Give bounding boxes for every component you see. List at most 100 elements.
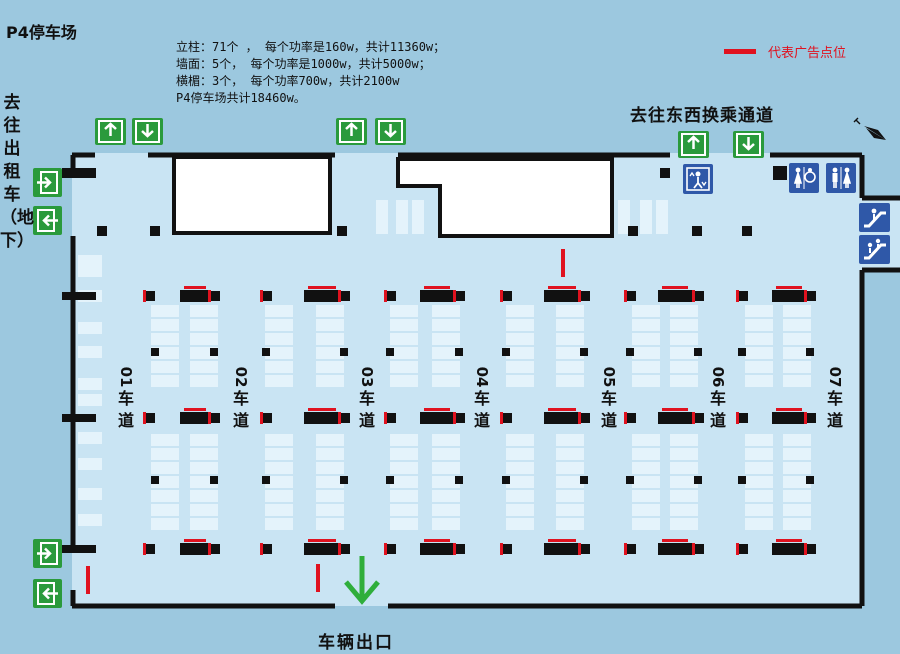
beam	[772, 290, 806, 302]
pillar	[626, 544, 636, 554]
exit-up-icon	[336, 118, 367, 145]
ad-point	[384, 543, 387, 555]
pillar	[145, 544, 155, 554]
ad-point	[548, 286, 576, 289]
parking-space	[618, 200, 630, 234]
parking-space	[632, 504, 660, 516]
parking-space	[670, 476, 698, 488]
ad-point	[776, 539, 802, 542]
parking-space	[265, 333, 293, 345]
parking-space	[506, 448, 534, 460]
parking-space	[78, 458, 102, 470]
parking-space	[151, 434, 179, 446]
pillar	[262, 291, 272, 301]
ad-point	[308, 286, 336, 289]
parking-space	[432, 448, 460, 460]
parking-space	[190, 434, 218, 446]
ad-point	[86, 566, 90, 594]
pillar	[210, 476, 218, 484]
enter-down-icon	[132, 118, 163, 145]
parking-space	[556, 504, 584, 516]
parking-space	[656, 200, 668, 234]
ad-point	[260, 290, 263, 302]
door-right-icon	[33, 168, 62, 197]
lane-number: 05	[600, 366, 618, 388]
ad-point	[316, 564, 320, 592]
parking-space	[316, 490, 344, 502]
parking-space	[745, 375, 773, 387]
parking-space	[316, 375, 344, 387]
parking-space	[390, 504, 418, 516]
parking-space	[745, 333, 773, 345]
parking-space	[265, 319, 293, 331]
pillar	[694, 476, 702, 484]
ad-point	[338, 290, 341, 302]
lane-text: 车道	[826, 389, 843, 430]
parking-space	[670, 333, 698, 345]
structure-block-left	[172, 155, 332, 235]
ad-point	[548, 408, 576, 411]
pillar	[386, 291, 396, 301]
info-line: 墙面：5个， 每个功率是1000w，共计5000w；	[176, 57, 431, 71]
door-right-icon	[33, 539, 62, 568]
parking-space	[432, 319, 460, 331]
parking-space	[670, 462, 698, 474]
pillar	[262, 348, 270, 356]
pillar	[580, 291, 590, 301]
info-line: 立柱：71个 ， 每个功率是160w，共计11360w；	[176, 40, 446, 54]
lane-text: 车道	[117, 389, 134, 430]
parking-space	[190, 462, 218, 474]
ad-point	[736, 543, 739, 555]
lane-text: 车道	[709, 389, 726, 430]
beam	[658, 543, 692, 555]
parking-space	[78, 514, 102, 526]
pillar	[340, 544, 350, 554]
parking-space	[670, 448, 698, 460]
parking-space	[316, 305, 344, 317]
parking-space	[632, 462, 660, 474]
transfer-channel-label: 去往东西换乘通道	[630, 106, 774, 126]
parking-space	[432, 347, 460, 359]
beam	[180, 543, 210, 555]
parking-space	[316, 504, 344, 516]
parking-space	[506, 361, 534, 373]
parking-space	[632, 490, 660, 502]
parking-space	[745, 462, 773, 474]
parking-space	[412, 200, 424, 234]
parking-space	[432, 490, 460, 502]
parking-space	[432, 518, 460, 530]
parking-space	[316, 347, 344, 359]
beam	[772, 543, 806, 555]
parking-space	[670, 504, 698, 516]
pillar	[210, 413, 220, 423]
ad-point	[804, 412, 807, 424]
ad-point	[624, 412, 627, 424]
pillar	[580, 348, 588, 356]
pillar	[455, 413, 465, 423]
parking-space	[316, 448, 344, 460]
ad-point	[662, 539, 688, 542]
pillar	[806, 348, 814, 356]
parking-space	[745, 347, 773, 359]
parking-space	[632, 305, 660, 317]
ad-point	[692, 290, 695, 302]
pillar	[262, 413, 272, 423]
parking-space	[316, 319, 344, 331]
pillar	[151, 348, 159, 356]
north-arrow-icon	[853, 117, 886, 140]
pillar	[628, 226, 638, 236]
pillar	[738, 544, 748, 554]
lane-number: 02	[232, 366, 250, 388]
pillar	[502, 476, 510, 484]
pillar	[694, 413, 704, 423]
pillar	[502, 544, 512, 554]
ad-point	[578, 543, 581, 555]
parking-space	[390, 462, 418, 474]
parking-space	[265, 361, 293, 373]
parking-space	[390, 476, 418, 488]
enter-down-icon	[733, 131, 764, 158]
parking-space	[506, 375, 534, 387]
